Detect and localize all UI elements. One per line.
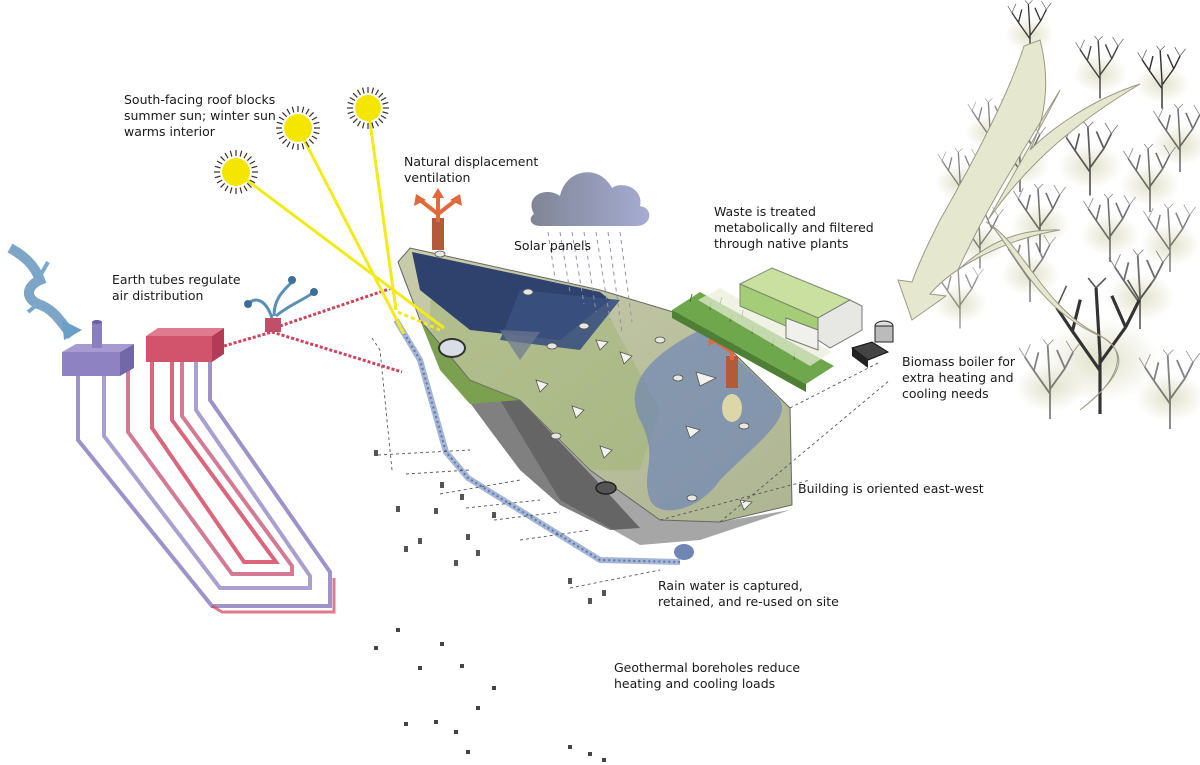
waste-treatment	[672, 267, 863, 392]
roof-sun-label: South-facing roof blocks summer sun; win…	[124, 92, 276, 139]
rain-label: Rain water is captured, retained, and re…	[658, 578, 839, 609]
borehole	[454, 560, 458, 734]
ventilation-arrow-icon	[414, 188, 462, 250]
sun-icon	[276, 106, 320, 150]
borehole	[476, 550, 480, 710]
biomass-label: Biomass boiler for extra heating and coo…	[902, 354, 1016, 401]
borehole	[492, 512, 496, 690]
sun-icon	[347, 87, 389, 129]
sun-icon	[214, 150, 258, 194]
borehole	[588, 598, 592, 756]
borehole	[434, 508, 438, 724]
borehole	[602, 590, 606, 762]
wind-icon	[7, 243, 82, 340]
borehole	[440, 482, 444, 646]
borehole	[418, 538, 422, 670]
sun-rays	[235, 107, 445, 335]
borehole	[396, 506, 400, 632]
biomass-boiler-icon	[850, 320, 894, 368]
borehole	[466, 534, 470, 754]
borehole	[374, 450, 378, 650]
waste-label: Waste is treated metabolically and filte…	[714, 204, 874, 251]
geothermal-boreholes	[374, 450, 606, 762]
earth-tubes-label: Earth tubes regulate air distribution	[112, 272, 241, 303]
borehole	[404, 546, 408, 726]
building	[397, 247, 793, 560]
forest-arrow	[897, 39, 1141, 411]
leader-lines	[371, 337, 891, 589]
wind-icon	[244, 276, 318, 319]
cloud-icon	[530, 172, 650, 333]
borehole	[460, 494, 464, 668]
ventilation-label: Natural displacement ventilation	[404, 154, 539, 185]
solar-panels-label: Solar panels	[514, 238, 592, 253]
geothermal-label: Geothermal boreholes reduce heating and …	[614, 660, 801, 691]
orientation-label: Building is oriented east-west	[798, 481, 984, 496]
earth-tubes	[62, 286, 403, 614]
borehole	[568, 578, 572, 749]
